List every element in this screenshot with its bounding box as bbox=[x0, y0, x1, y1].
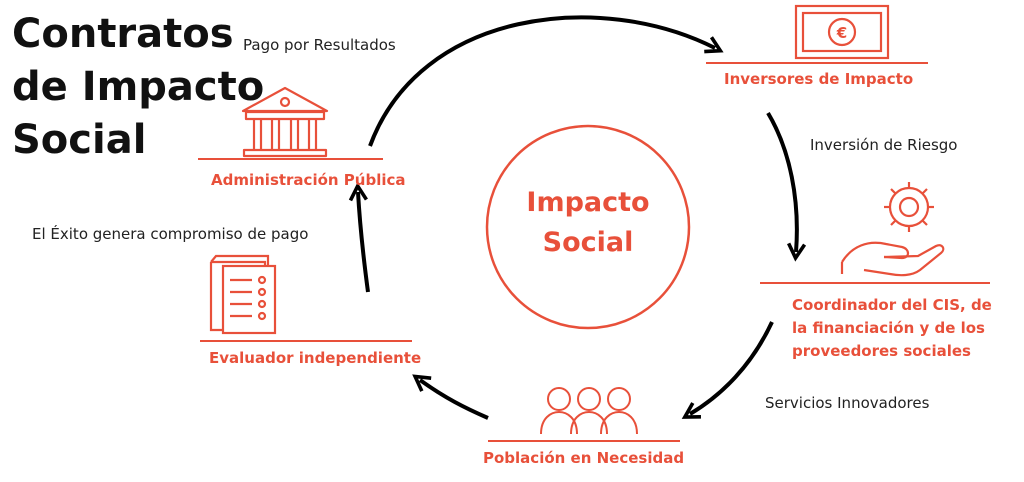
edge-label-inversion: Inversión de Riesgo bbox=[810, 136, 958, 154]
title-line-1: Contratos bbox=[12, 11, 234, 57]
coordinador-line-2: la financiación y de los bbox=[792, 319, 985, 337]
node-label-poblacion: Población en Necesidad bbox=[483, 449, 685, 467]
center-circle bbox=[485, 124, 691, 330]
node-label-inversores: Inversores de Impacto bbox=[724, 70, 914, 88]
government-building-icon bbox=[241, 86, 329, 158]
node-label-coordinador: Coordinador del CIS, de la financiación … bbox=[792, 294, 992, 363]
gear-hand-icon bbox=[840, 182, 945, 277]
arrow-pago-resultados bbox=[368, 15, 724, 147]
coordinador-line-3: proveedores sociales bbox=[792, 342, 971, 360]
center-label-line-2: Social bbox=[542, 227, 634, 258]
title-line-2: de Impacto bbox=[12, 64, 265, 110]
people-group-icon bbox=[540, 387, 638, 435]
euro-banknote-icon: € bbox=[794, 4, 890, 60]
node-label-administracion: Administración Pública bbox=[211, 171, 406, 189]
edge-label-exito: El Éxito genera compromiso de pago bbox=[32, 225, 309, 243]
title-line-3: Social bbox=[12, 117, 147, 163]
center-label: Impacto Social bbox=[493, 183, 683, 263]
report-document-icon bbox=[209, 254, 277, 335]
coordinador-line-1: Coordinador del CIS, de bbox=[792, 296, 992, 314]
arrow-poblacion-evaluador bbox=[412, 374, 489, 420]
arrow-inversion-riesgo bbox=[766, 111, 807, 262]
edge-label-pago: Pago por Resultados bbox=[243, 36, 396, 54]
svg-text:€: € bbox=[836, 24, 847, 42]
node-label-evaluador: Evaluador independiente bbox=[209, 349, 422, 367]
arrow-exito-pago bbox=[348, 182, 370, 293]
center-label-line-1: Impacto bbox=[526, 187, 650, 218]
edge-label-servicios: Servicios Innovadores bbox=[765, 394, 930, 412]
arrow-servicios-innovadores bbox=[681, 321, 774, 419]
page-title: Contratos de Impacto Social bbox=[12, 8, 264, 167]
